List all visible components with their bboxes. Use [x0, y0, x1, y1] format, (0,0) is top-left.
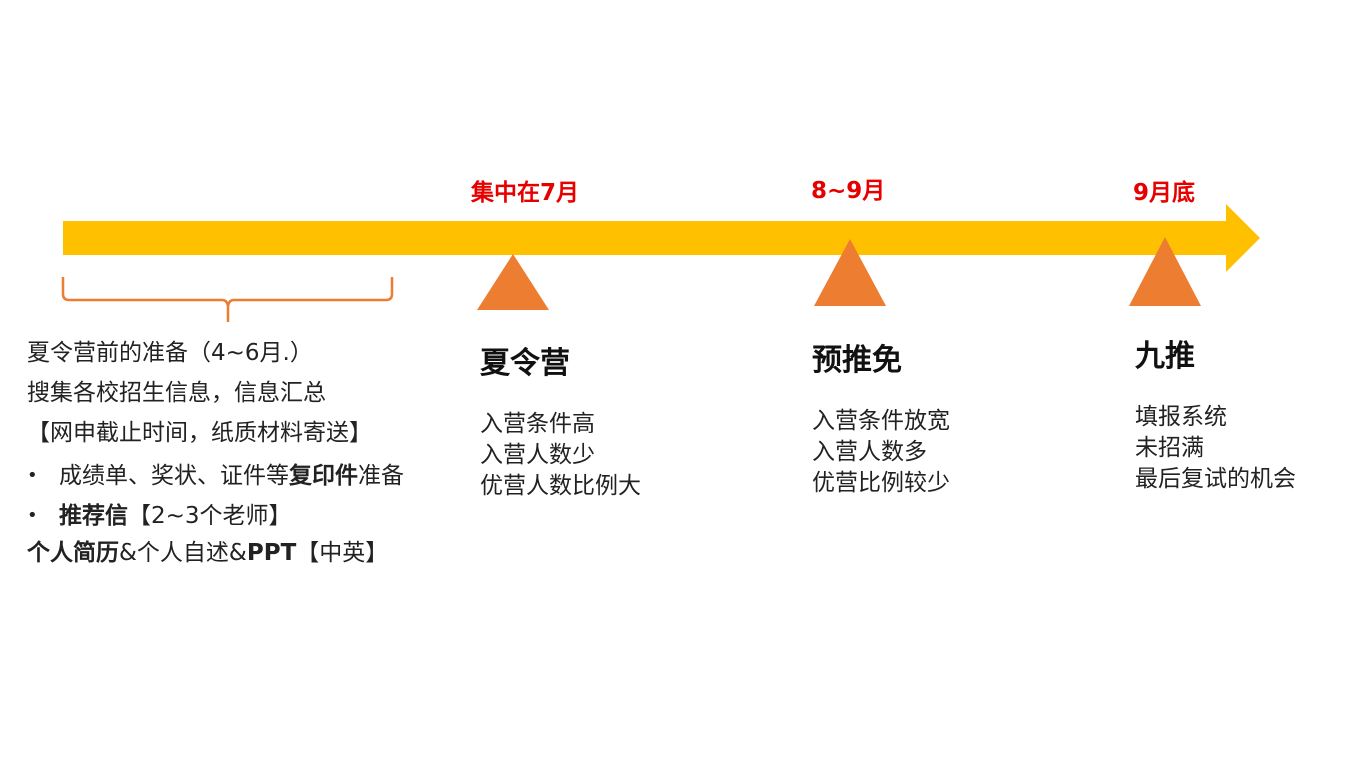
doc-text-bold-ppt: PPT: [246, 540, 297, 566]
stage-detail-line: 未招满: [1135, 435, 1204, 461]
stage-detail-line: 入营人数少: [480, 442, 595, 468]
stage-detail-line: 入营人数多: [812, 439, 927, 465]
doc-text-bold-resume: 个人简历: [27, 540, 119, 566]
bullet-icon: •: [27, 505, 38, 526]
date-label-summer-camp: 集中在7月: [471, 180, 580, 206]
preparation-brace: [61, 277, 394, 322]
preparation-line-documents: 个人简历&个人自述&PPT【中英】: [27, 536, 404, 576]
doc-text-mid: &个人自述&: [119, 540, 247, 566]
bullet-text-suffix: 准备: [358, 463, 404, 489]
preparation-line-deadline: 【网申截止时间，纸质材料寄送】: [27, 420, 372, 446]
stage-details-summer-camp: 入营条件高 入营人数少 优营人数比例大: [480, 409, 641, 502]
milestone-triangle-pre-recommend: [814, 239, 886, 306]
doc-text-suffix: 【中英】: [296, 540, 389, 566]
stage-detail-line: 入营条件高: [480, 411, 595, 437]
stage-title-pre-recommend: 预推免: [812, 343, 902, 378]
date-label-pre-recommend: 8~9月: [811, 178, 886, 204]
preparation-block: 夏令营前的准备（4~6月.） 搜集各校招生信息，信息汇总 【网申截止时间，纸质材…: [27, 336, 404, 576]
preparation-bullet-transcripts: • 成绩单、奖状、证件等复印件准备: [27, 456, 404, 496]
stage-title-summer-camp: 夏令营: [480, 346, 570, 381]
preparation-heading: 夏令营前的准备（4~6月.）: [27, 340, 313, 366]
stage-detail-line: 填报系统: [1135, 404, 1227, 430]
stage-details-pre-recommend: 入营条件放宽 入营人数多 优营比例较少: [812, 406, 950, 499]
bullet-text-suffix: 【2~3个老师】: [128, 503, 292, 529]
date-label-nine-recommend: 9月底: [1133, 180, 1196, 206]
milestone-triangle-summer-camp: [477, 254, 549, 310]
stage-detail-line: 优营人数比例大: [480, 473, 641, 499]
stage-title-nine-recommend: 九推: [1135, 339, 1195, 374]
bullet-text-bold: 推荐信: [59, 503, 128, 529]
preparation-line-info: 搜集各校招生信息，信息汇总: [27, 380, 326, 406]
bullet-text-bold: 复印件: [289, 463, 358, 489]
stage-detail-line: 优营比例较少: [812, 470, 950, 496]
milestone-triangle-nine-recommend: [1129, 237, 1201, 306]
bullet-icon: •: [27, 465, 38, 486]
stage-detail-line: 入营条件放宽: [812, 408, 950, 434]
stage-detail-line: 最后复试的机会: [1135, 466, 1296, 492]
bullet-text-prefix: 成绩单、奖状、证件等: [59, 463, 289, 489]
preparation-bullet-recommendation: • 推荐信【2~3个老师】: [27, 496, 404, 536]
stage-details-nine-recommend: 填报系统 未招满 最后复试的机会: [1135, 402, 1296, 495]
timeline-arrow: [63, 204, 1260, 272]
